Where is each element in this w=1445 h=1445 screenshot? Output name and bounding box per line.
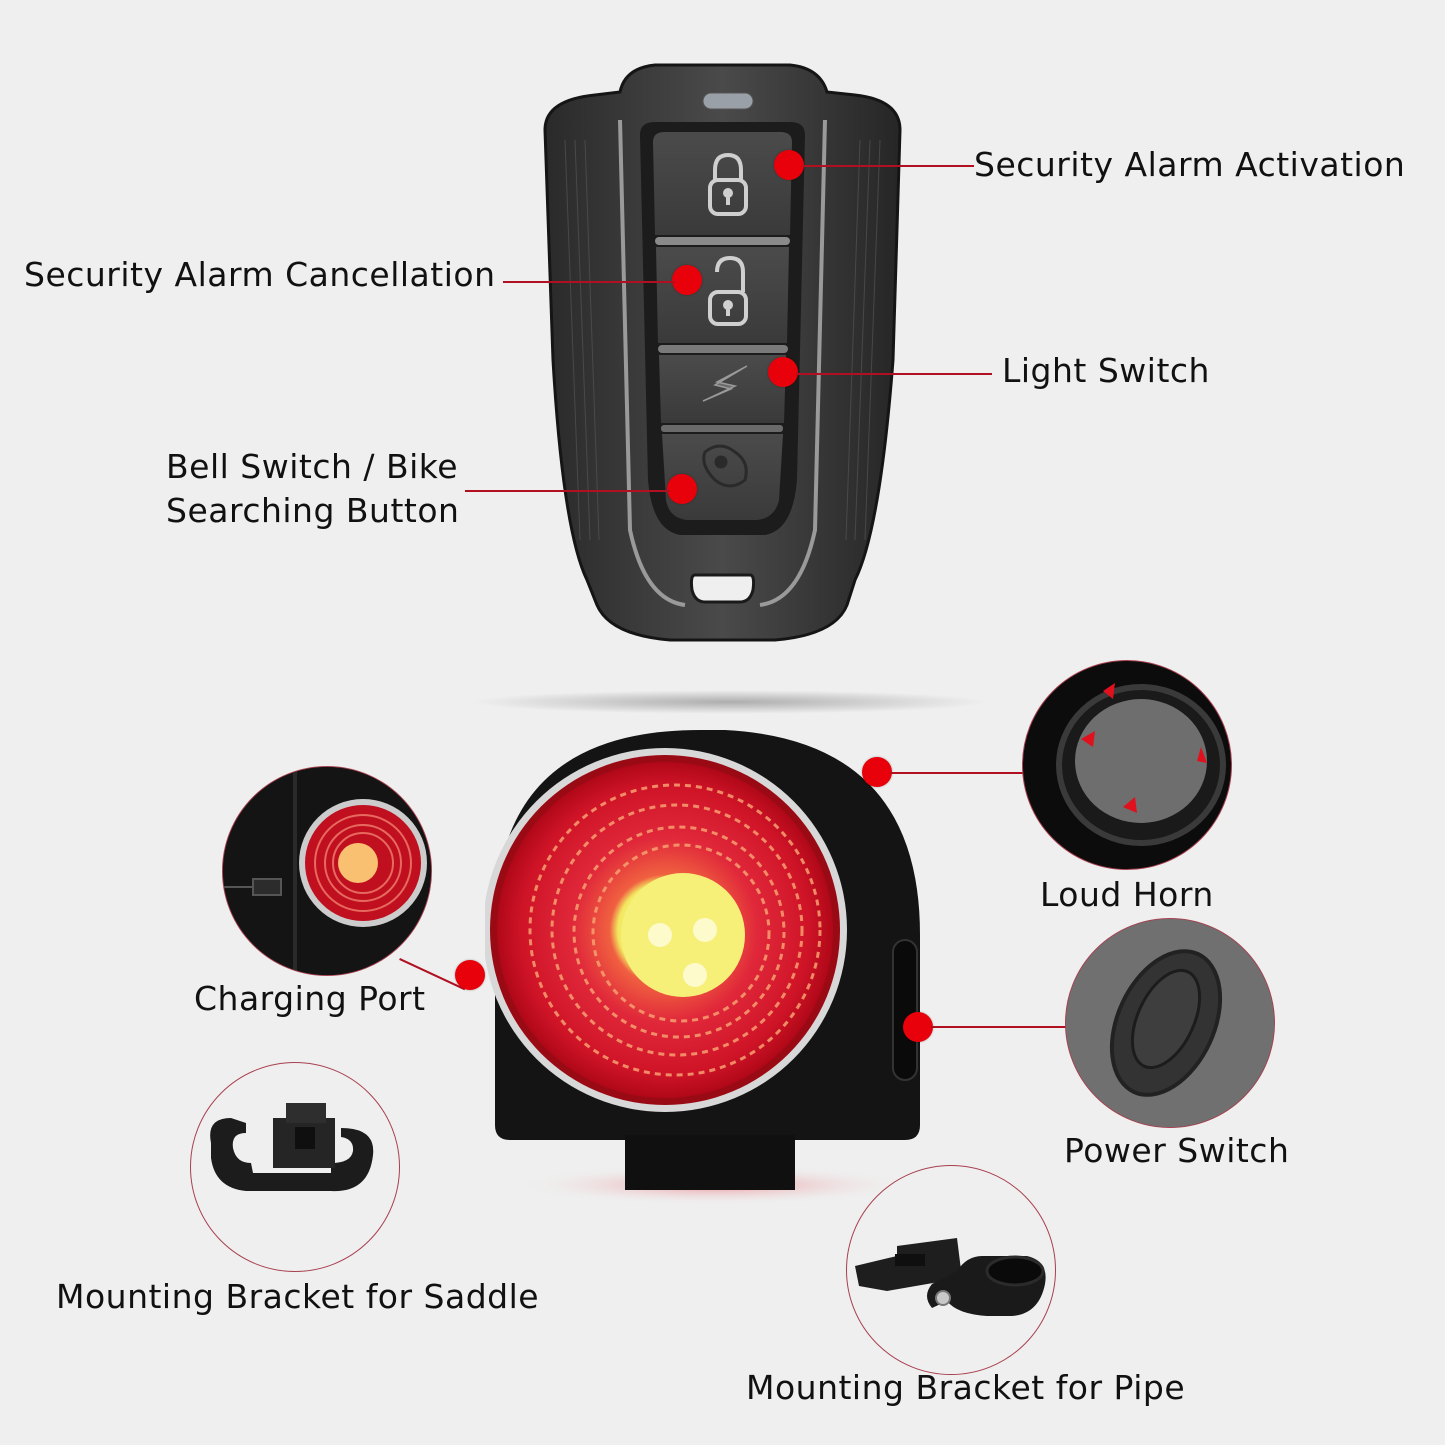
callout-line-loud-horn [890,772,1025,774]
unlock-icon [708,255,748,326]
label-power-switch: Power Switch [1064,1131,1290,1170]
usb-port-icon [223,767,431,975]
label-alarm-cancellation: Security Alarm Cancellation [24,255,496,294]
callout-line-alarm-cancellation [503,281,675,283]
callout-dot-loud-horn [862,757,892,787]
callout-dot-power-switch [903,1012,933,1042]
remote-shadow [470,690,990,714]
callout-dot-light-switch [768,357,798,387]
callout-line-light-switch [796,373,992,375]
lightning-icon [702,365,748,402]
tail-light-icon [485,730,920,1205]
callout-dot-charging-port [455,960,485,990]
label-loud-horn: Loud Horn [1040,875,1214,914]
power-switch-detail [1065,918,1275,1128]
remote-control-icon [543,63,902,642]
power-button-icon [1066,919,1274,1127]
callout-dot-alarm-cancellation [672,265,702,295]
callout-dot-bell-switch [667,474,697,504]
callout-line-alarm-activation [802,165,974,167]
tail-light [485,725,935,1205]
label-bell-switch: Bell Switch / Bike Searching Button [166,447,460,530]
callout-line-bell-switch [465,490,670,492]
horn-button-icon [1056,683,1226,846]
callout-line-power-switch [931,1026,1068,1028]
saddle-bracket-icon [210,1103,374,1192]
lock-icon [708,152,748,216]
label-saddle-bracket: Mounting Bracket for Saddle [56,1277,540,1316]
label-alarm-activation: Security Alarm Activation [974,145,1406,184]
pipe-bracket-icon [855,1238,1046,1316]
saddle-bracket-detail [190,1062,400,1272]
callout-dot-alarm-activation [774,150,804,180]
label-light-switch: Light Switch [1002,351,1210,390]
remote-control [535,60,910,650]
charging-port-detail [222,766,432,976]
label-pipe-bracket: Mounting Bracket for Pipe [746,1368,1186,1407]
bell-icon [702,444,748,488]
pipe-bracket-detail [846,1165,1056,1375]
label-charging-port: Charging Port [194,979,426,1018]
loud-horn-detail [1022,660,1232,870]
